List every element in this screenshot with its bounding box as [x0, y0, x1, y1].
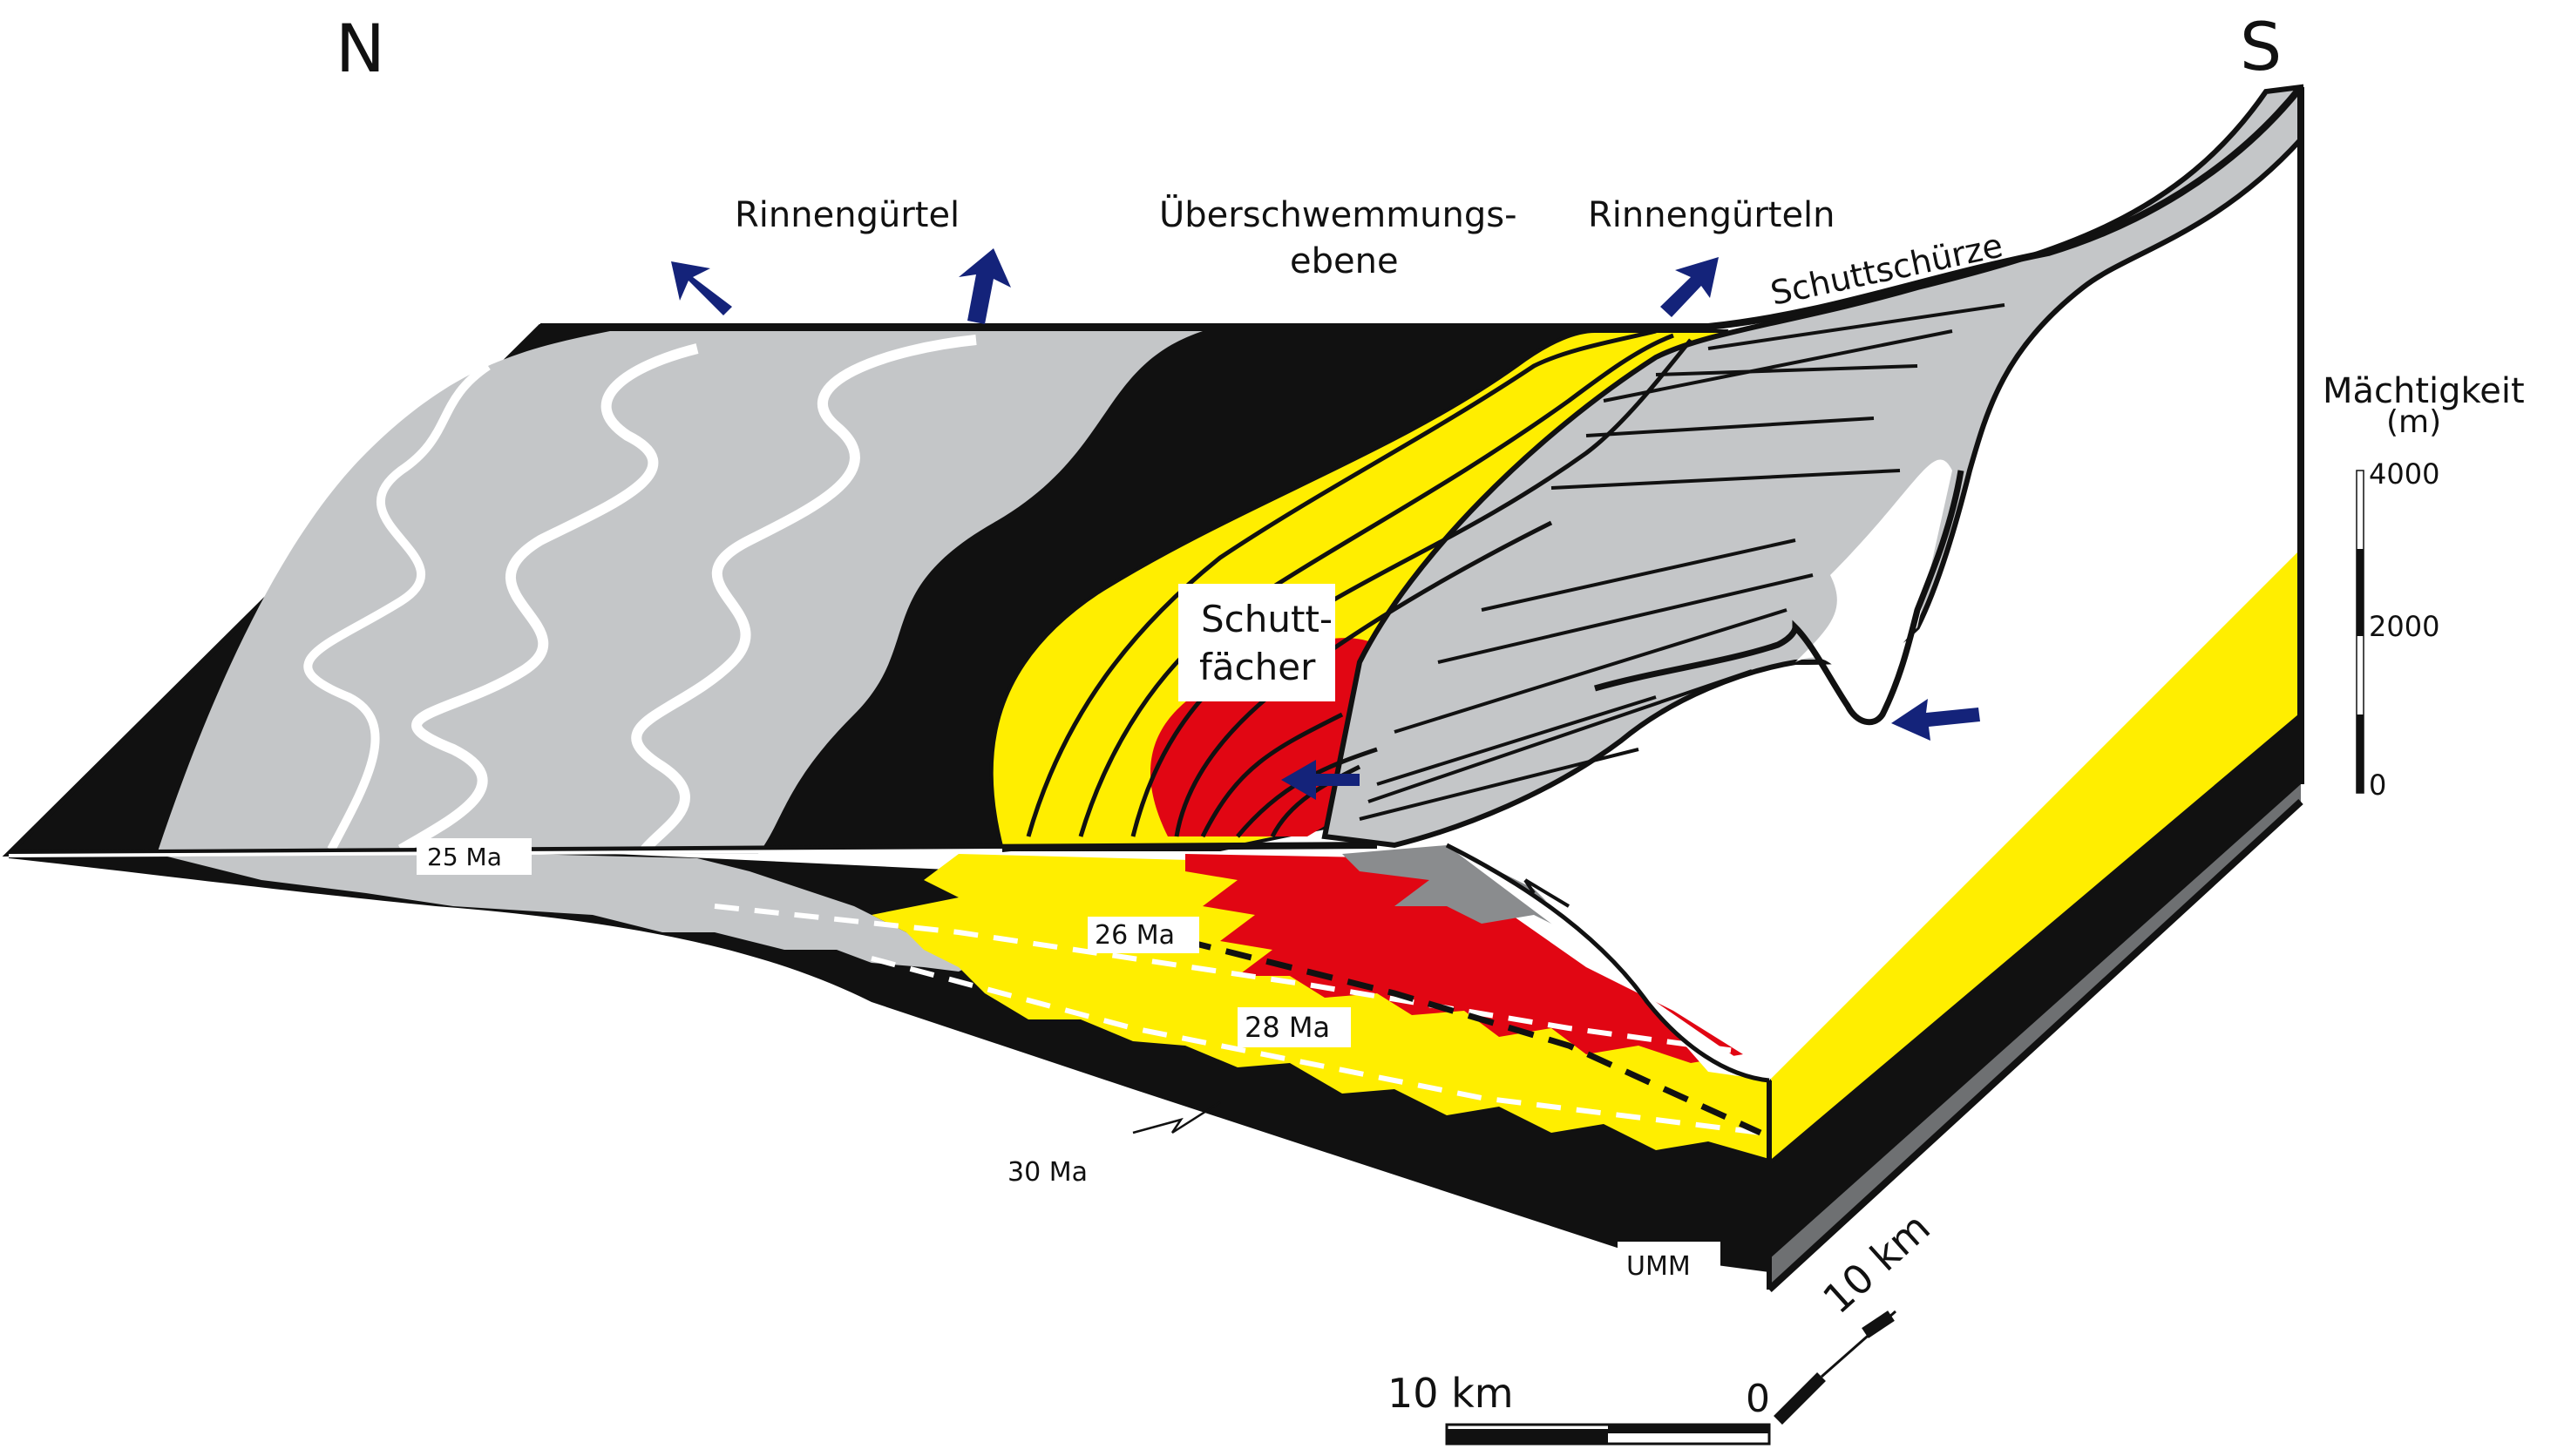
age-label-26ma: 26 Ma — [1095, 920, 1175, 951]
age-label-30ma: 30 Ma — [1007, 1157, 1088, 1188]
arrow-icon — [1660, 257, 1719, 317]
notch-outline — [1594, 470, 1964, 726]
dashed-line-lower — [1184, 938, 1762, 1136]
floodplain-label-2: ebene — [1290, 241, 1399, 281]
dark-gray-wedge — [1342, 845, 1586, 941]
box-26ma — [1088, 917, 1199, 953]
box-25ma — [417, 838, 532, 875]
front-edge — [8, 842, 1378, 857]
arrow-30ma — [1132, 1100, 1221, 1134]
dashed-line-26ma — [714, 904, 1761, 1057]
thickness-title-1: Mächtigkeit — [2323, 371, 2525, 411]
debris-fan-label-2: fächer — [1199, 646, 1316, 688]
vertical-scale-bar — [1774, 1310, 1896, 1425]
debris-fan-label-1: Schutt- — [1201, 598, 1333, 640]
debris-rays — [1359, 303, 2005, 821]
meander-ribbon-1 — [397, 343, 699, 855]
channel-belts-right-label: Rinnengürteln — [1588, 195, 1835, 235]
blue-arrows — [671, 248, 1980, 800]
south-label: S — [2240, 8, 2282, 85]
dashed-line-28ma — [871, 956, 1761, 1135]
age-label-28ma: 28 Ma — [1245, 1011, 1330, 1044]
thickness-scale — [2356, 470, 2364, 794]
fault-line — [1445, 843, 1770, 1083]
gray-section-layer — [9, 854, 985, 972]
thickness-title-2: (m) — [2386, 404, 2441, 440]
top-surface — [2, 84, 2304, 1292]
schuttfaecher-box — [1178, 584, 1335, 701]
front-face-gray — [1769, 780, 2301, 1290]
arrow-icon — [671, 261, 732, 315]
channel-belt-left-label: Rinnengürtel — [735, 195, 960, 235]
umm-label: UMM — [1626, 1251, 1691, 1282]
box-umm — [1618, 1242, 1720, 1287]
thickness-tick-0: 0 — [2369, 769, 2386, 802]
right-face-black — [1769, 710, 2301, 1259]
age-label-25ma: 25 Ma — [427, 843, 502, 871]
floodplain-label-1: Überschwemmungs- — [1159, 193, 1517, 235]
section-white-cut — [1447, 845, 1769, 1080]
arrow-icon — [959, 248, 1011, 324]
top-edge — [540, 85, 2304, 330]
scale-bar-zero: 0 — [1746, 1377, 1770, 1421]
thickness-tick-4000: 4000 — [2369, 457, 2439, 491]
base-edge-line — [1767, 799, 2303, 1292]
red-section-layer — [1185, 854, 1743, 1063]
arrow-icon — [1281, 760, 1360, 800]
meander-ribbon-2 — [631, 335, 977, 853]
arrow-icon — [1891, 699, 1980, 741]
box-28ma — [1238, 1007, 1351, 1047]
thickness-tick-2000: 2000 — [2369, 610, 2439, 643]
scale-bar-label: 10 km — [1387, 1370, 1514, 1417]
meander-ribbon-3 — [303, 362, 491, 852]
horizontal-scale-bar — [1445, 1423, 1771, 1446]
north-label: N — [336, 10, 385, 87]
fault-arrow — [1523, 878, 1570, 908]
apron-notch — [1795, 459, 1952, 725]
